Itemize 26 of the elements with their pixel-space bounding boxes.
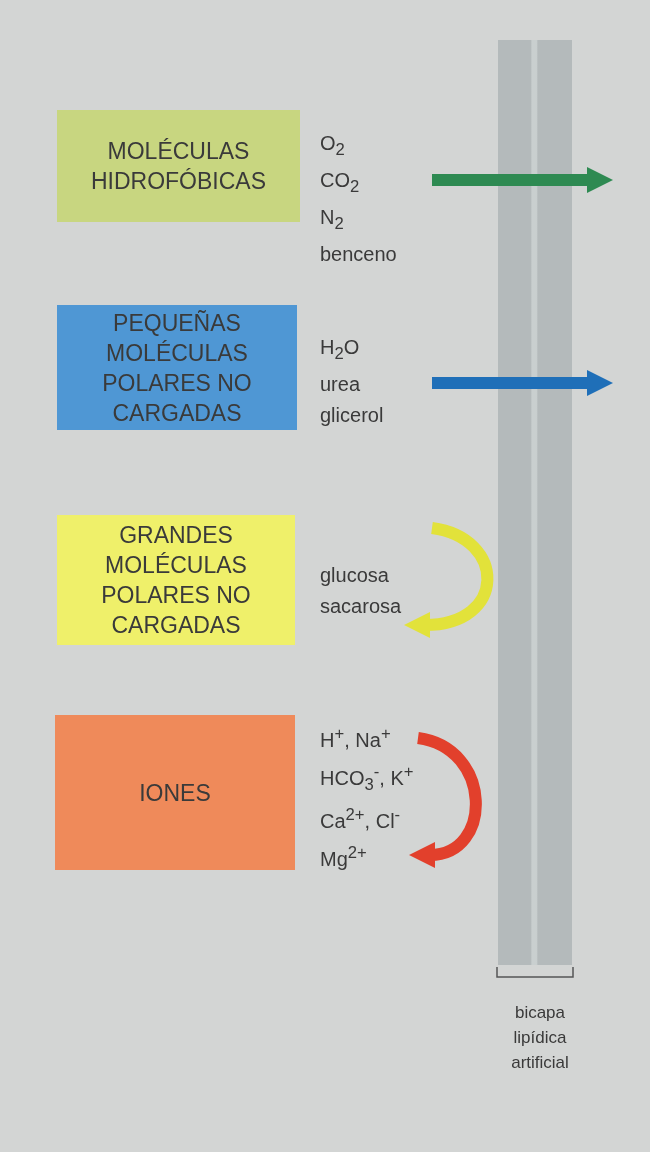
molecule-name: sacarosa [320,594,403,619]
arrow [432,166,614,194]
molecule-name: benceno [320,242,398,267]
molecule-name: CO$_{2}$ [320,168,361,198]
category-box [55,715,295,870]
arrow [432,369,614,397]
molecule-name: H$^{+}$, Na$^{+}$ [320,723,392,753]
category-label: GRANDES MOLÉCULAS POLARES NO CARGADAS [100,521,252,640]
category-box [57,305,297,430]
category-box [57,110,300,222]
molecule-name: HCO$_{3}$$^{-}$, K$^{+}$ [320,760,415,796]
arrow [403,522,494,638]
molecule-name: Mg$^{2+}$ [320,841,368,872]
bilayer-label: bicapa lipídica artificial [510,1002,570,1074]
category-label: IONES [139,778,211,808]
arrow [409,732,482,868]
molecule-name: Ca$^{2+}$, Cl$^{-}$ [320,804,402,834]
molecule-name: urea [320,372,362,397]
molecule-name: N$_{2}$ [320,205,345,235]
molecule-name: H$_{2}$O [320,335,361,365]
category-label: MOLÉCULAS HIDROFÓBICAS [89,137,268,196]
molecule-name: glucosa [320,563,390,588]
molecule-name: O$_{2}$ [320,131,346,161]
category-box [57,515,295,645]
molecule-name: glicerol [320,403,385,428]
category-label: PEQUEÑAS MOLÉCULAS POLARES NO CARGADAS [101,308,253,428]
